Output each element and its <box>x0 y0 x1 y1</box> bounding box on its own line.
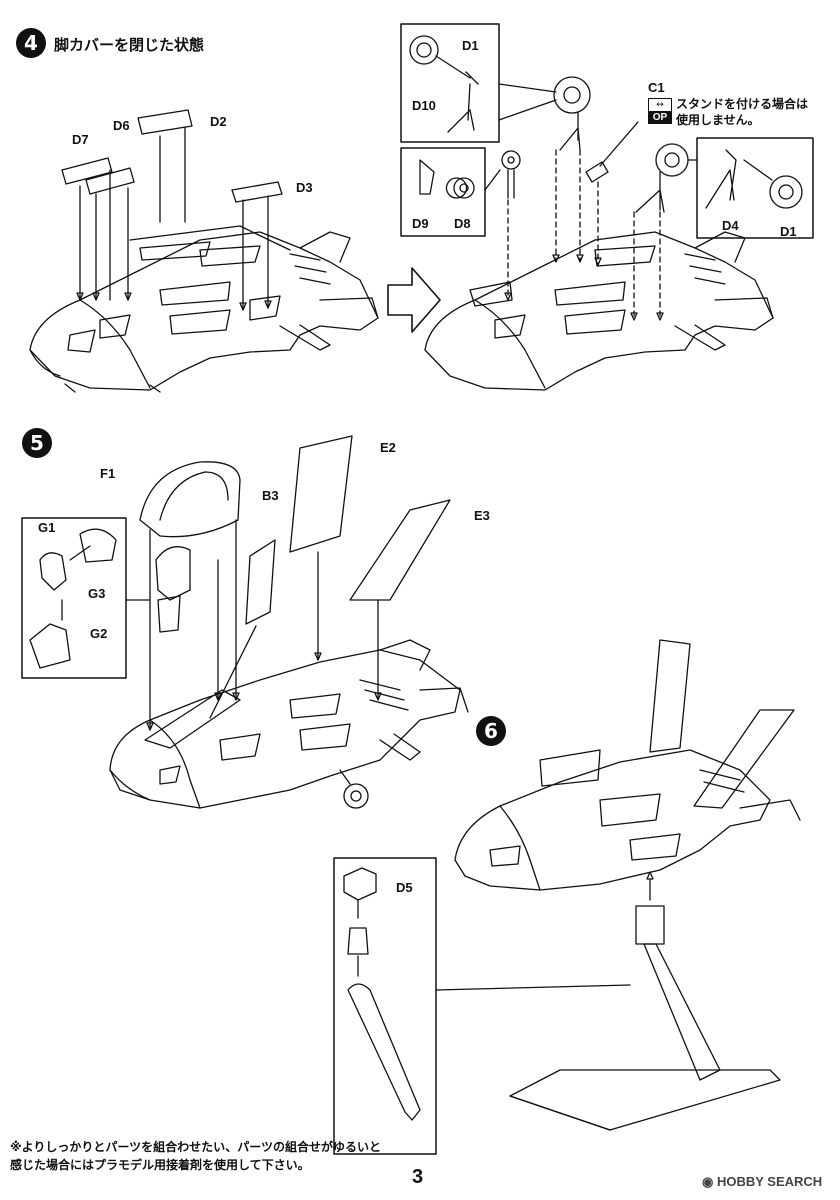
part-label-d3: D3 <box>296 180 313 195</box>
callout-box-d9-d8 <box>400 147 486 237</box>
step-4-badge: 4 <box>16 28 46 58</box>
jet-step4-right <box>424 231 774 391</box>
part-label-d7: D7 <box>72 132 89 147</box>
parts-step4-right <box>409 35 803 321</box>
page-number: 3 <box>412 1166 424 1188</box>
watermark-icon: ◉ <box>702 1174 717 1189</box>
part-label-g1: G1 <box>38 520 56 535</box>
part-label-d10: D10 <box>412 98 436 113</box>
part-label-c1: C1 <box>648 80 665 95</box>
part-label-g2: G2 <box>90 626 108 641</box>
part-label-d5: D5 <box>396 880 413 895</box>
jet-step5 <box>109 639 469 809</box>
part-label-d1-right: D1 <box>780 224 797 239</box>
op-optional-icon: ↔ OP <box>648 98 672 124</box>
adhesive-note: ※よりしっかりとパーツを組合わせたい、パーツの組合せがゆるいと 感じた場合にはプ… <box>10 1140 381 1172</box>
jet-step6 <box>454 639 801 901</box>
part-label-b3: B3 <box>262 488 279 503</box>
callout-box-d4-d1 <box>696 137 814 239</box>
part-label-g3: G3 <box>88 586 106 601</box>
part-label-d4: D4 <box>722 218 739 233</box>
step-5-badge: 5 <box>22 428 52 458</box>
pilot-figures <box>29 528 191 669</box>
part-label-d8: D8 <box>454 216 471 231</box>
callout-box-pilot <box>21 517 127 679</box>
stand-parts <box>343 867 781 1131</box>
callout-box-d5 <box>333 857 437 1155</box>
part-label-e3: E3 <box>474 508 490 523</box>
op-note: スタンドを付ける場合は 使用しません。 <box>676 97 809 127</box>
parts-step4-left <box>61 109 283 311</box>
part-label-f1: F1 <box>100 466 116 481</box>
callout-box-d1-d10 <box>400 23 500 143</box>
step-6-badge: 6 <box>476 716 506 746</box>
jet-step4-left <box>29 225 379 393</box>
step-4-title: 脚カバーを閉じた状態 <box>54 36 205 54</box>
parts-step5 <box>139 435 451 731</box>
watermark: ◉ HOBBY SEARCH <box>702 1174 823 1189</box>
part-label-d2: D2 <box>210 114 227 129</box>
part-label-e2: E2 <box>380 440 396 455</box>
part-label-d1-top: D1 <box>462 38 479 53</box>
part-label-d9: D9 <box>412 216 429 231</box>
transition-arrow <box>387 267 441 333</box>
part-label-d6: D6 <box>113 118 130 133</box>
